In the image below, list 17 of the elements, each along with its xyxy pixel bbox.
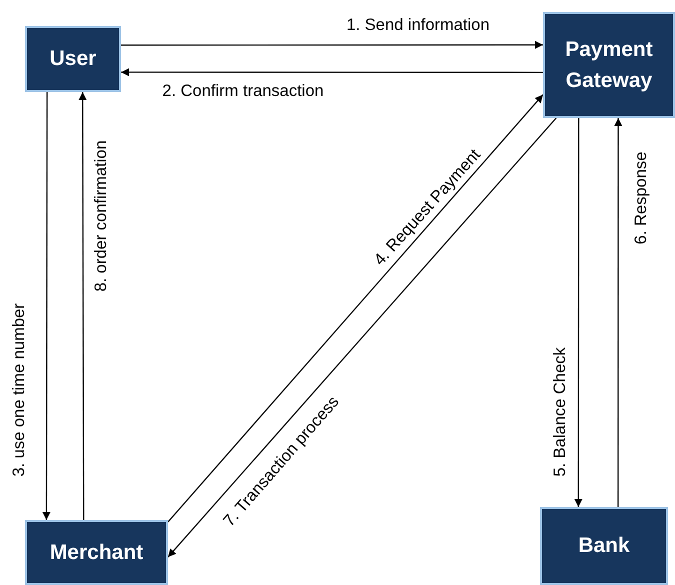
arrow bbox=[614, 118, 622, 507]
process-box bbox=[25, 26, 121, 92]
node-label: Bank bbox=[578, 533, 630, 560]
arrow bbox=[168, 118, 557, 558]
process-box bbox=[25, 520, 168, 585]
arrow bbox=[574, 118, 582, 507]
node-label: Merchant bbox=[50, 540, 144, 566]
arrow bbox=[121, 68, 543, 76]
edge-label: 6. Response bbox=[632, 150, 652, 246]
node-label: Payment Gateway bbox=[564, 36, 654, 94]
process-box bbox=[540, 507, 668, 585]
arrow bbox=[121, 40, 543, 49]
process-box bbox=[543, 12, 675, 118]
node-label: User bbox=[50, 46, 96, 72]
arrow bbox=[78, 92, 87, 520]
arrow bbox=[168, 94, 544, 522]
arrow bbox=[42, 92, 50, 520]
